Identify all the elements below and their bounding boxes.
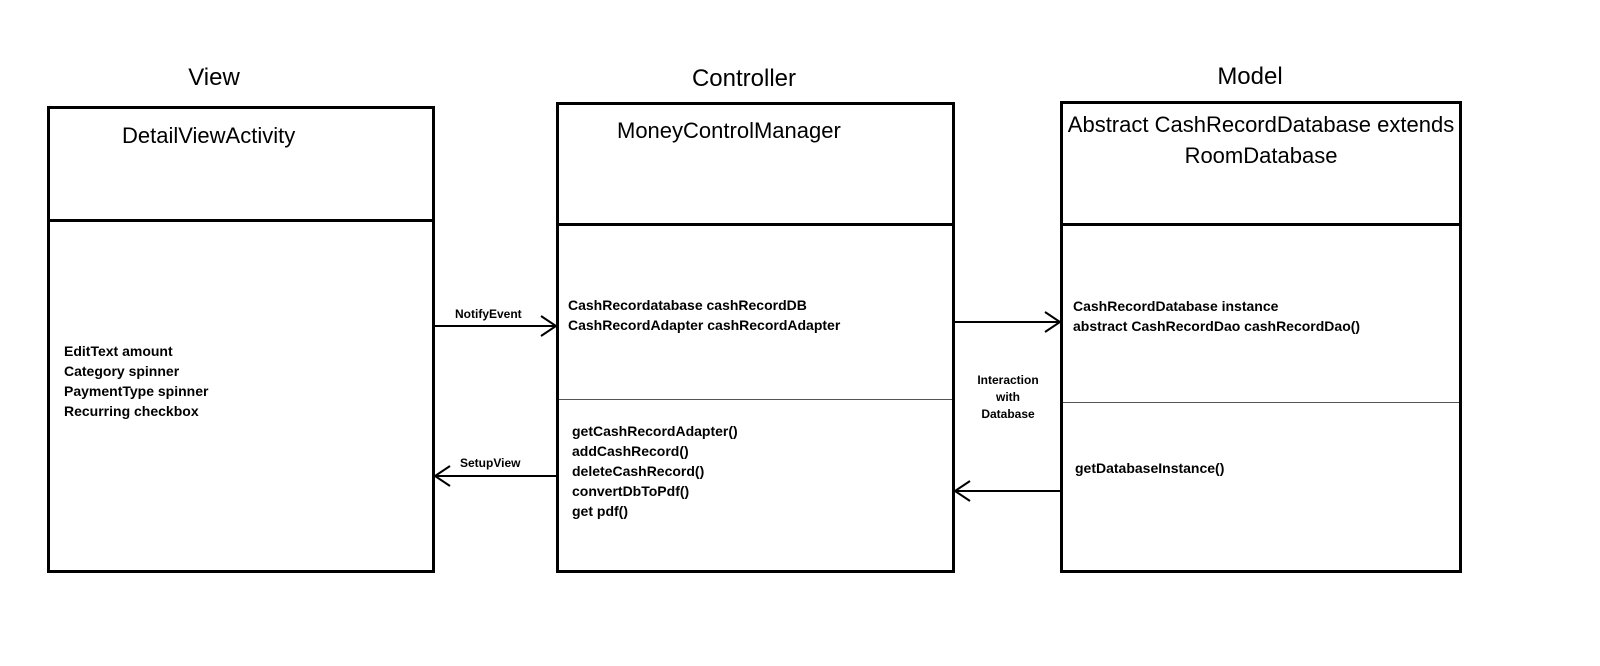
controller-class-divider [559,223,952,226]
model-class-title-line2: RoomDatabase [1184,143,1338,168]
controller-heading: Controller [691,65,797,92]
setup-view-arrowhead [433,465,451,487]
interaction-label-line1: Interaction [977,373,1039,387]
controller-class-box: MoneyControlManager CashRecordatabase ca… [556,102,955,573]
model-class-methods: getDatabaseInstance() [1075,458,1224,478]
model-class-box: Abstract CashRecordDatabase extends Room… [1060,101,1462,573]
controller-class-methods: getCashRecordAdapter() addCashRecord() d… [572,421,738,521]
attribute-item: Category spinner [64,363,180,379]
notify-event-arrowhead [540,315,558,337]
interaction-label-line3: Database [981,407,1035,421]
method-item: convertDbToPdf() [572,483,690,499]
attribute-item: CashRecordAdapter cashRecordAdapter [568,317,841,333]
view-class-title: DetailViewActivity [122,123,296,148]
method-item: get pdf() [572,503,628,519]
model-class-divider [1063,223,1459,226]
view-class-box: DetailViewActivity EditText amount Categ… [47,106,435,573]
model-to-controller-arrowhead [953,480,971,502]
interaction-label: Interaction with Database [963,372,1053,423]
method-item: getCashRecordAdapter() [572,423,738,439]
attribute-item: EditText amount [64,343,173,359]
method-item: addCashRecord() [572,443,689,459]
attribute-item: CashRecordDatabase instance [1073,298,1279,314]
model-heading: Model [1217,63,1283,90]
notify-event-label: NotifyEvent [455,307,522,321]
controller-class-title: MoneyControlManager [617,118,841,143]
interaction-label-line2: with [996,390,1020,404]
model-class-attributes: CashRecordDatabase instance abstract Cas… [1073,296,1360,336]
model-class-title-line1: Abstract CashRecordDatabase extends [1067,112,1455,137]
method-item: getDatabaseInstance() [1075,460,1225,476]
model-methods-divider [1063,402,1459,403]
view-class-divider [50,219,432,222]
controller-class-attributes: CashRecordatabase cashRecordDB CashRecor… [568,295,840,335]
attribute-item: PaymentType spinner [64,383,209,399]
method-item: deleteCashRecord() [572,463,705,479]
controller-methods-divider [559,399,952,400]
attribute-item: abstract CashRecordDao cashRecordDao() [1073,318,1361,334]
attribute-item: Recurring checkbox [64,403,199,419]
view-class-attributes: EditText amount Category spinner Payment… [64,341,208,421]
view-heading: View [188,64,240,91]
controller-to-model-arrowhead [1044,311,1062,333]
setup-view-label: SetupView [460,456,521,470]
attribute-item: CashRecordatabase cashRecordDB [568,297,807,313]
